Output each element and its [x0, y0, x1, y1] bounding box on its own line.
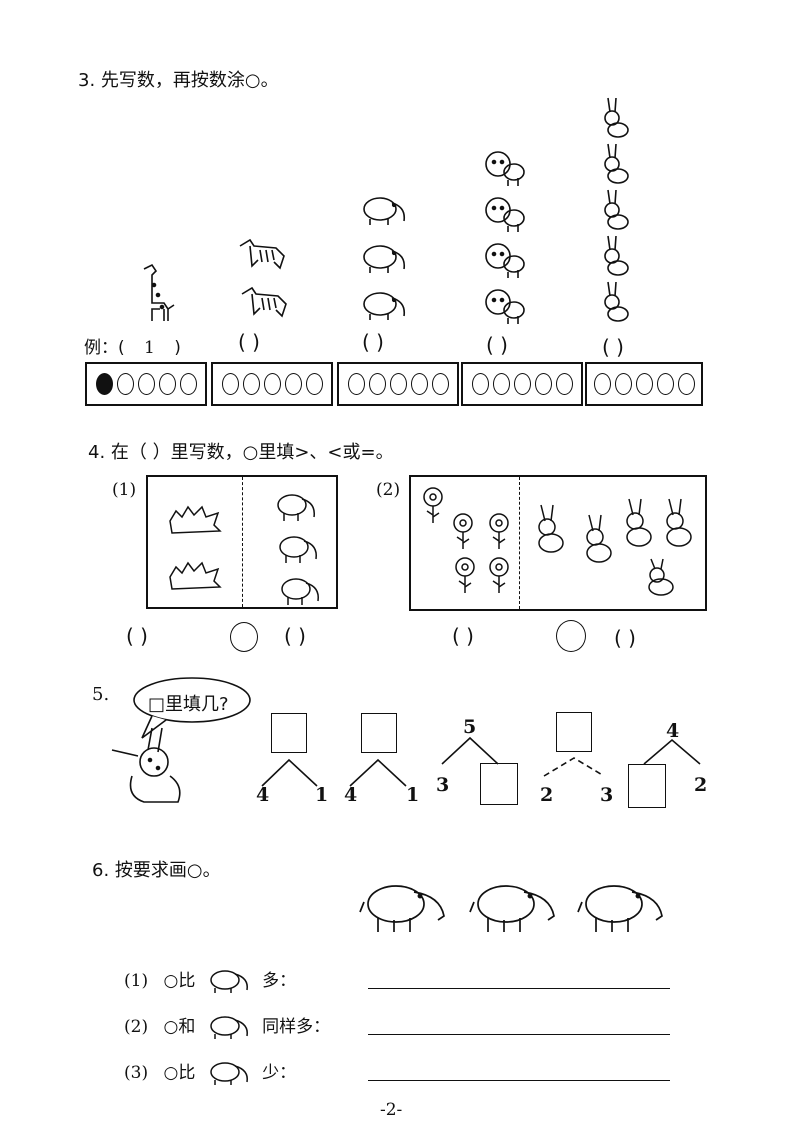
- circle-row-box: [211, 362, 333, 406]
- flower-icon: [423, 487, 509, 593]
- q4-part1-label: (1): [112, 480, 137, 500]
- q6-title: 6. 按要求画○。: [92, 860, 221, 881]
- q3-answer-blank[interactable]: ( ): [362, 330, 384, 354]
- elephant-icon: [277, 494, 319, 605]
- circle[interactable]: [677, 373, 695, 395]
- q3-answer-blank[interactable]: ( ): [238, 330, 260, 354]
- q6-elephant-row: [359, 885, 663, 932]
- divider: [519, 477, 520, 609]
- q5-answer-box[interactable]: [628, 764, 666, 808]
- q4-part1-pictures: [169, 494, 319, 605]
- circle[interactable]: [431, 373, 449, 395]
- divider: [242, 477, 243, 607]
- q5-number: 2: [694, 774, 708, 796]
- q5-answer-box[interactable]: [271, 713, 307, 753]
- q4-compare-circle[interactable]: [230, 622, 258, 652]
- circle[interactable]: [179, 373, 197, 395]
- q5-answer-box[interactable]: [556, 712, 592, 752]
- circle[interactable]: [347, 373, 365, 395]
- rabbit-icon: [538, 498, 692, 596]
- q4-part1-box: [146, 475, 338, 609]
- q4-part2-box: [409, 475, 707, 611]
- q6-item: (3) ○比 少：: [124, 1058, 296, 1086]
- q5-number: 4: [666, 720, 680, 742]
- circle[interactable]: [284, 373, 302, 395]
- circle[interactable]: [158, 373, 176, 395]
- circle[interactable]: [593, 373, 611, 395]
- q5-number: 4: [344, 784, 358, 806]
- circle[interactable]: [368, 373, 386, 395]
- q6-answer-line[interactable]: [368, 1080, 670, 1081]
- q5-number: 3: [600, 784, 614, 806]
- q4-answer-blank[interactable]: ( ): [284, 624, 306, 648]
- q4-answer-blank[interactable]: ( ): [126, 624, 148, 648]
- q3-example: 例：( 1 ): [84, 338, 181, 358]
- circle[interactable]: [305, 373, 323, 395]
- circle[interactable]: [242, 373, 260, 395]
- circle[interactable]: [656, 373, 674, 395]
- q3-answer-blank[interactable]: ( ): [486, 333, 508, 357]
- circle[interactable]: [410, 373, 428, 395]
- circle[interactable]: [635, 373, 653, 395]
- circle[interactable]: [389, 373, 407, 395]
- q5-answer-box[interactable]: [361, 713, 397, 753]
- circle[interactable]: [492, 373, 510, 395]
- page-number: -2-: [380, 1100, 403, 1120]
- q5-title: 5.: [92, 684, 110, 705]
- circle-row-box: [337, 362, 459, 406]
- elephant-icon: [210, 1016, 248, 1039]
- q4-title: 4. 在（ ）里写数，○里填>、<或=。: [88, 442, 394, 463]
- monkey-icon: [485, 151, 525, 324]
- circle-row-box: [85, 362, 207, 406]
- q5-number: 4: [256, 784, 270, 806]
- filled-circle[interactable]: [95, 373, 113, 395]
- q6-item: (2) ○和 同样多：: [124, 1012, 330, 1040]
- q5-number: 5: [463, 716, 477, 738]
- circle[interactable]: [137, 373, 155, 395]
- circle-row-box: [461, 362, 583, 406]
- circle[interactable]: [614, 373, 632, 395]
- q6-answer-line[interactable]: [368, 988, 670, 989]
- q3-animal-stacks: [143, 97, 629, 324]
- zebra-icon: [241, 286, 287, 318]
- elephant-icon: [210, 970, 248, 993]
- circle-row-box: [585, 362, 703, 406]
- rabbit-icon: [604, 97, 629, 322]
- elephant-icon: [363, 197, 406, 320]
- q4-part2-pictures: [423, 487, 692, 596]
- circle[interactable]: [221, 373, 239, 395]
- circle[interactable]: [534, 373, 552, 395]
- rabbit-icon: [111, 727, 181, 803]
- q4-answer-blank[interactable]: ( ): [614, 626, 636, 650]
- q6-item: (1) ○比 多：: [124, 966, 296, 994]
- elephant-icon: [210, 1062, 248, 1085]
- elephant-icon: [359, 885, 663, 932]
- q4-part2-label: (2): [376, 480, 401, 500]
- circle[interactable]: [513, 373, 531, 395]
- q5-bubble-text: □里填几?: [148, 694, 229, 715]
- q5-number: 1: [315, 784, 329, 806]
- circle[interactable]: [116, 373, 134, 395]
- q5-number: 3: [436, 774, 450, 796]
- q5-tree-lines: [261, 736, 701, 787]
- circle[interactable]: [471, 373, 489, 395]
- q3-example-value: 1: [144, 338, 155, 358]
- q3-answer-blank[interactable]: ( ): [602, 335, 624, 359]
- circle[interactable]: [263, 373, 281, 395]
- q4-compare-circle[interactable]: [556, 620, 586, 652]
- q5-number: 2: [540, 784, 554, 806]
- q6-answer-line[interactable]: [368, 1034, 670, 1035]
- speech-bubble-icon: [111, 677, 251, 803]
- q4-answer-blank[interactable]: ( ): [452, 624, 474, 648]
- circle[interactable]: [555, 373, 573, 395]
- q5-number: 1: [406, 784, 420, 806]
- giraffe-icon: [143, 263, 175, 321]
- hedgehog-icon: [169, 505, 222, 590]
- q3-title: 3. 先写数，再按数涂○。: [78, 70, 279, 91]
- q5-answer-box[interactable]: [480, 763, 518, 805]
- zebra-icon: [239, 238, 285, 270]
